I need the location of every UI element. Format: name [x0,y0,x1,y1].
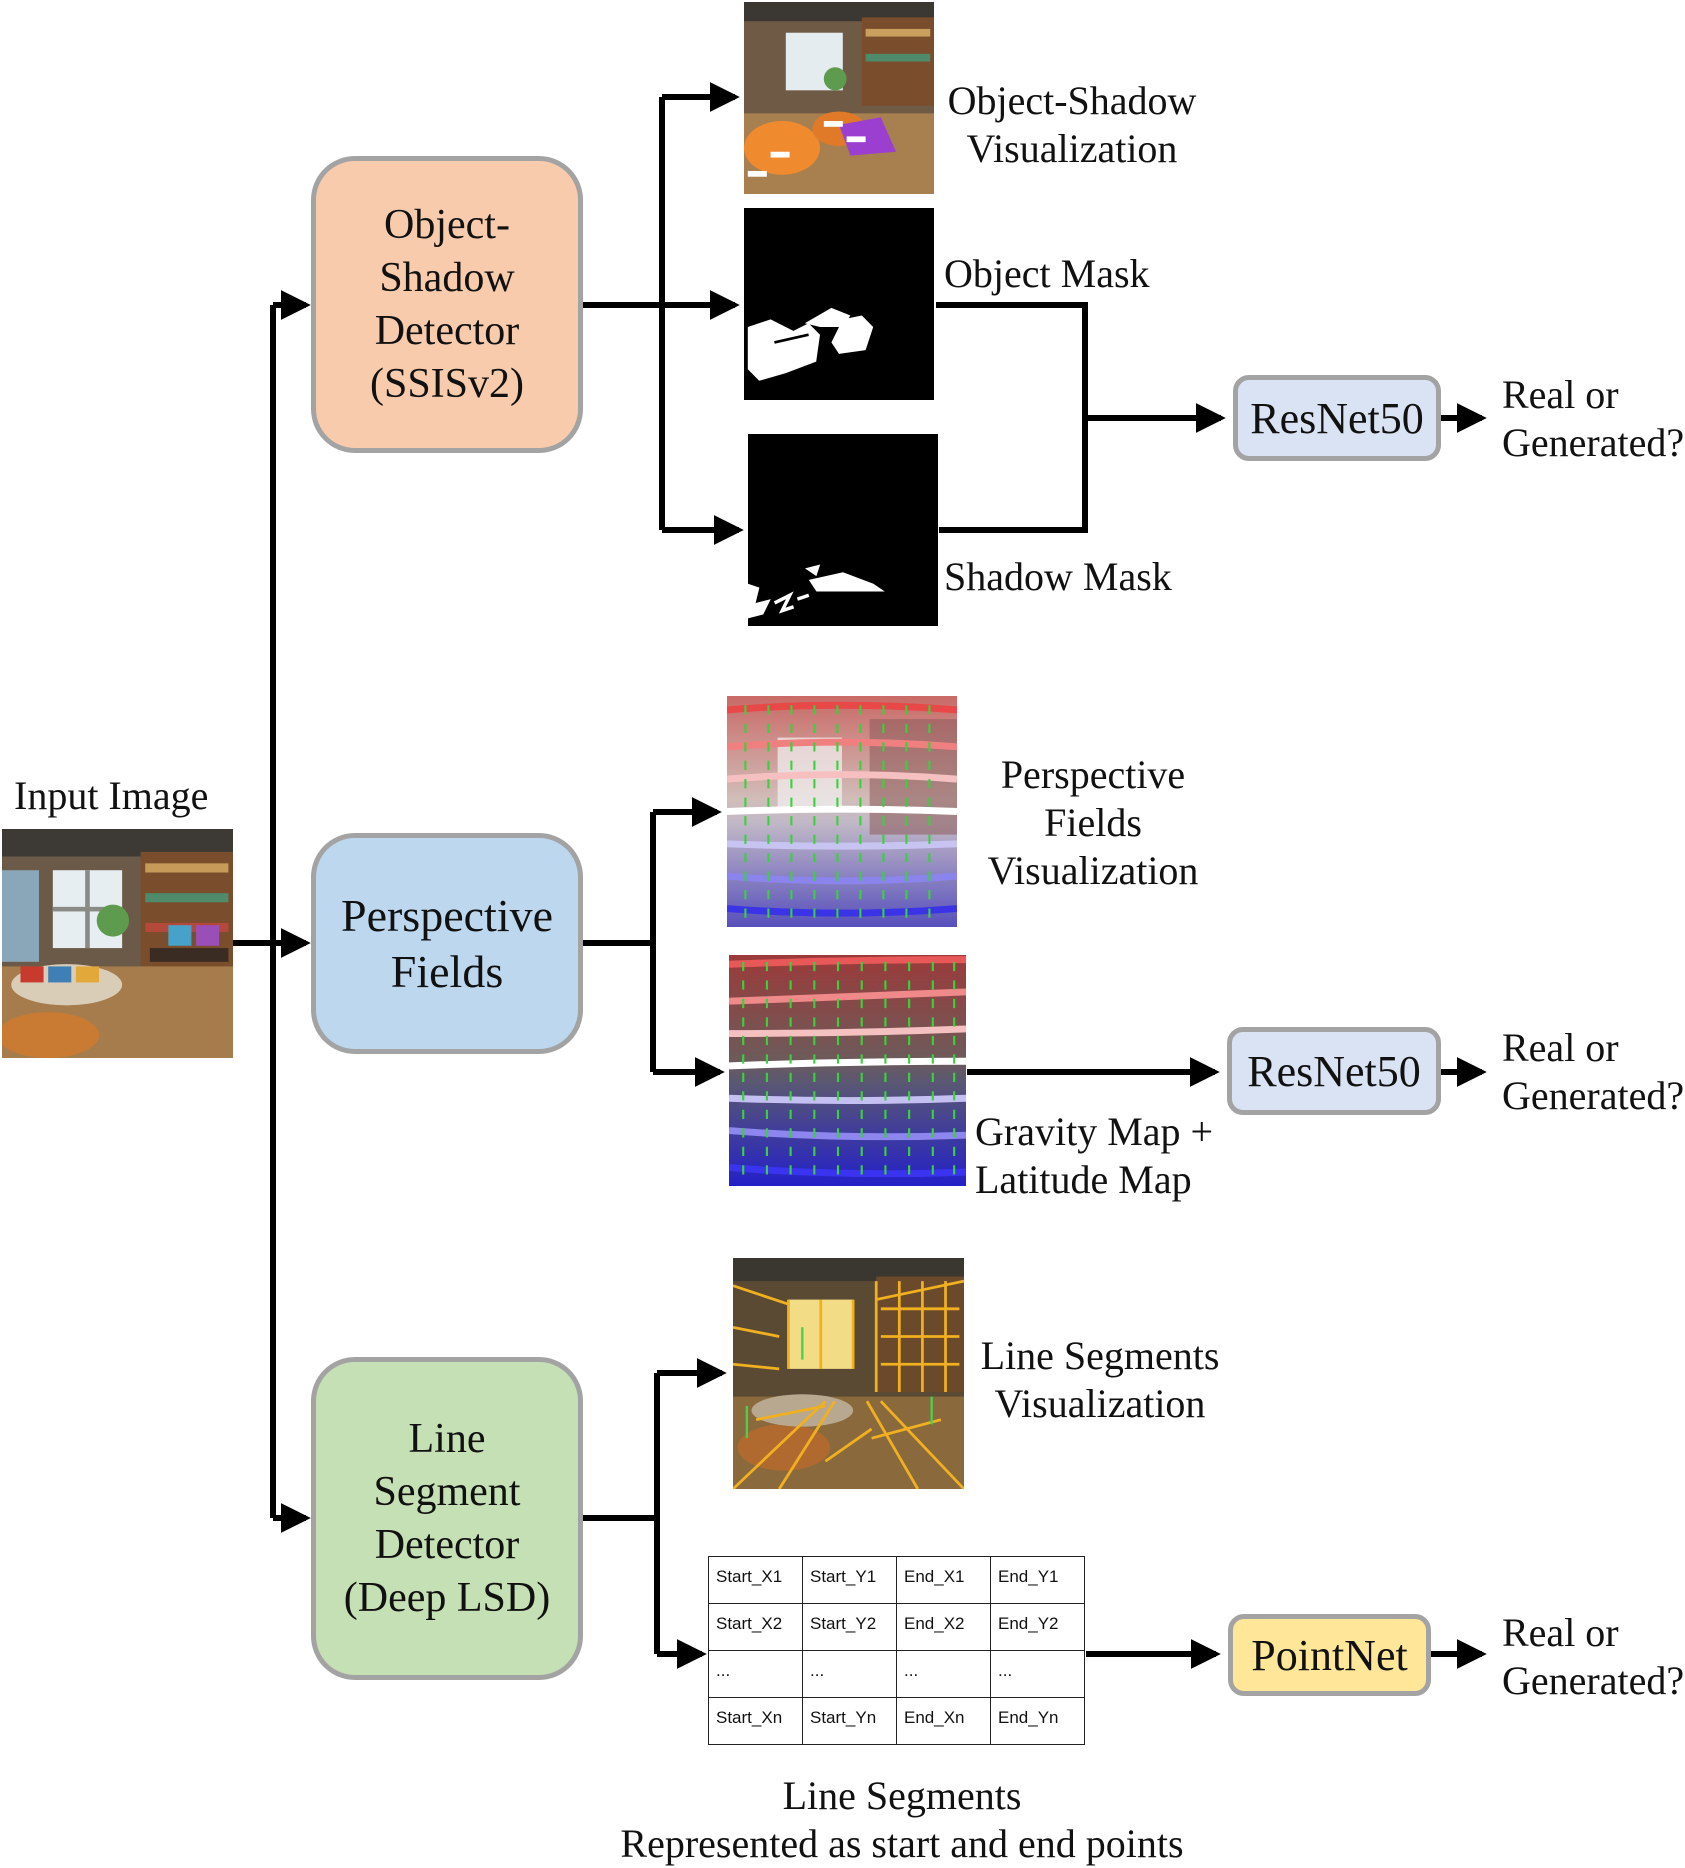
resnet50-mid-box: ResNet50 [1227,1027,1441,1115]
perspective-fields-box: Perspective Fields [311,833,583,1054]
resnet50-top-box: ResNet50 [1233,375,1441,461]
table-cell: End_Y2 [990,1603,1085,1651]
line-segments-table: Start_X1 Start_Y1 End_X1 End_Y1 Start_X2… [708,1556,1085,1745]
shadow-mask-image [748,434,938,626]
gravity-latitude-map-image [729,955,966,1186]
perspective-fields-visualization-label: Perspective Fields Visualization [987,752,1199,893]
table-row: ... ... ... ... [708,1650,1085,1698]
table-cell: ... [896,1650,991,1698]
table-cell: Start_Y1 [802,1556,897,1604]
result-top-label: Real or Generated? [1502,372,1685,465]
table-row: Start_X2 Start_Y2 End_X2 End_Y2 [708,1603,1085,1651]
table-cell: Start_X1 [708,1556,803,1604]
table-cell: ... [990,1650,1085,1698]
table-row: Start_X1 Start_Y1 End_X1 End_Y1 [708,1556,1085,1604]
table-cell: ... [708,1650,803,1698]
table-row: Start_Xn Start_Yn End_Xn End_Yn [708,1697,1085,1745]
result-mid-label: Real or Generated? [1502,1025,1685,1118]
table-cell: Start_X2 [708,1603,803,1651]
table-cell: Start_Yn [802,1697,897,1745]
table-cell: End_Y1 [990,1556,1085,1604]
table-cell: ... [802,1650,897,1698]
table-cell: Start_Y2 [802,1603,897,1651]
table-cell: End_X1 [896,1556,991,1604]
result-bottom-label: Real or Generated? [1502,1610,1685,1703]
perspective-fields-visualization-image [727,696,957,927]
table-cell: Start_Xn [708,1697,803,1745]
object-mask-image [744,208,934,400]
table-cell: End_Xn [896,1697,991,1745]
pointnet-box: PointNet [1228,1614,1431,1696]
table-cell: End_X2 [896,1603,991,1651]
line-segments-caption: Line Segments Represented as start and e… [620,1773,1184,1866]
object-shadow-visualization-image [744,2,934,194]
line-segments-visualization-image [733,1258,964,1489]
input-image [2,829,233,1058]
object-shadow-detector-box: Object- Shadow Detector (SSISv2) [311,156,583,453]
object-mask-label: Object Mask [944,251,1150,296]
shadow-mask-label: Shadow Mask [944,554,1172,599]
gravity-latitude-map-label: Gravity Map + Latitude Map [975,1109,1214,1202]
input-image-label: Input Image [14,773,209,818]
line-segment-detector-box: Line Segment Detector (Deep LSD) [311,1357,583,1680]
object-shadow-visualization-label: Object-Shadow Visualization [947,78,1197,171]
wire-masks-merge [936,302,1088,533]
table-cell: End_Yn [990,1697,1085,1745]
line-segments-visualization-label: Line Segments Visualization [980,1333,1220,1426]
